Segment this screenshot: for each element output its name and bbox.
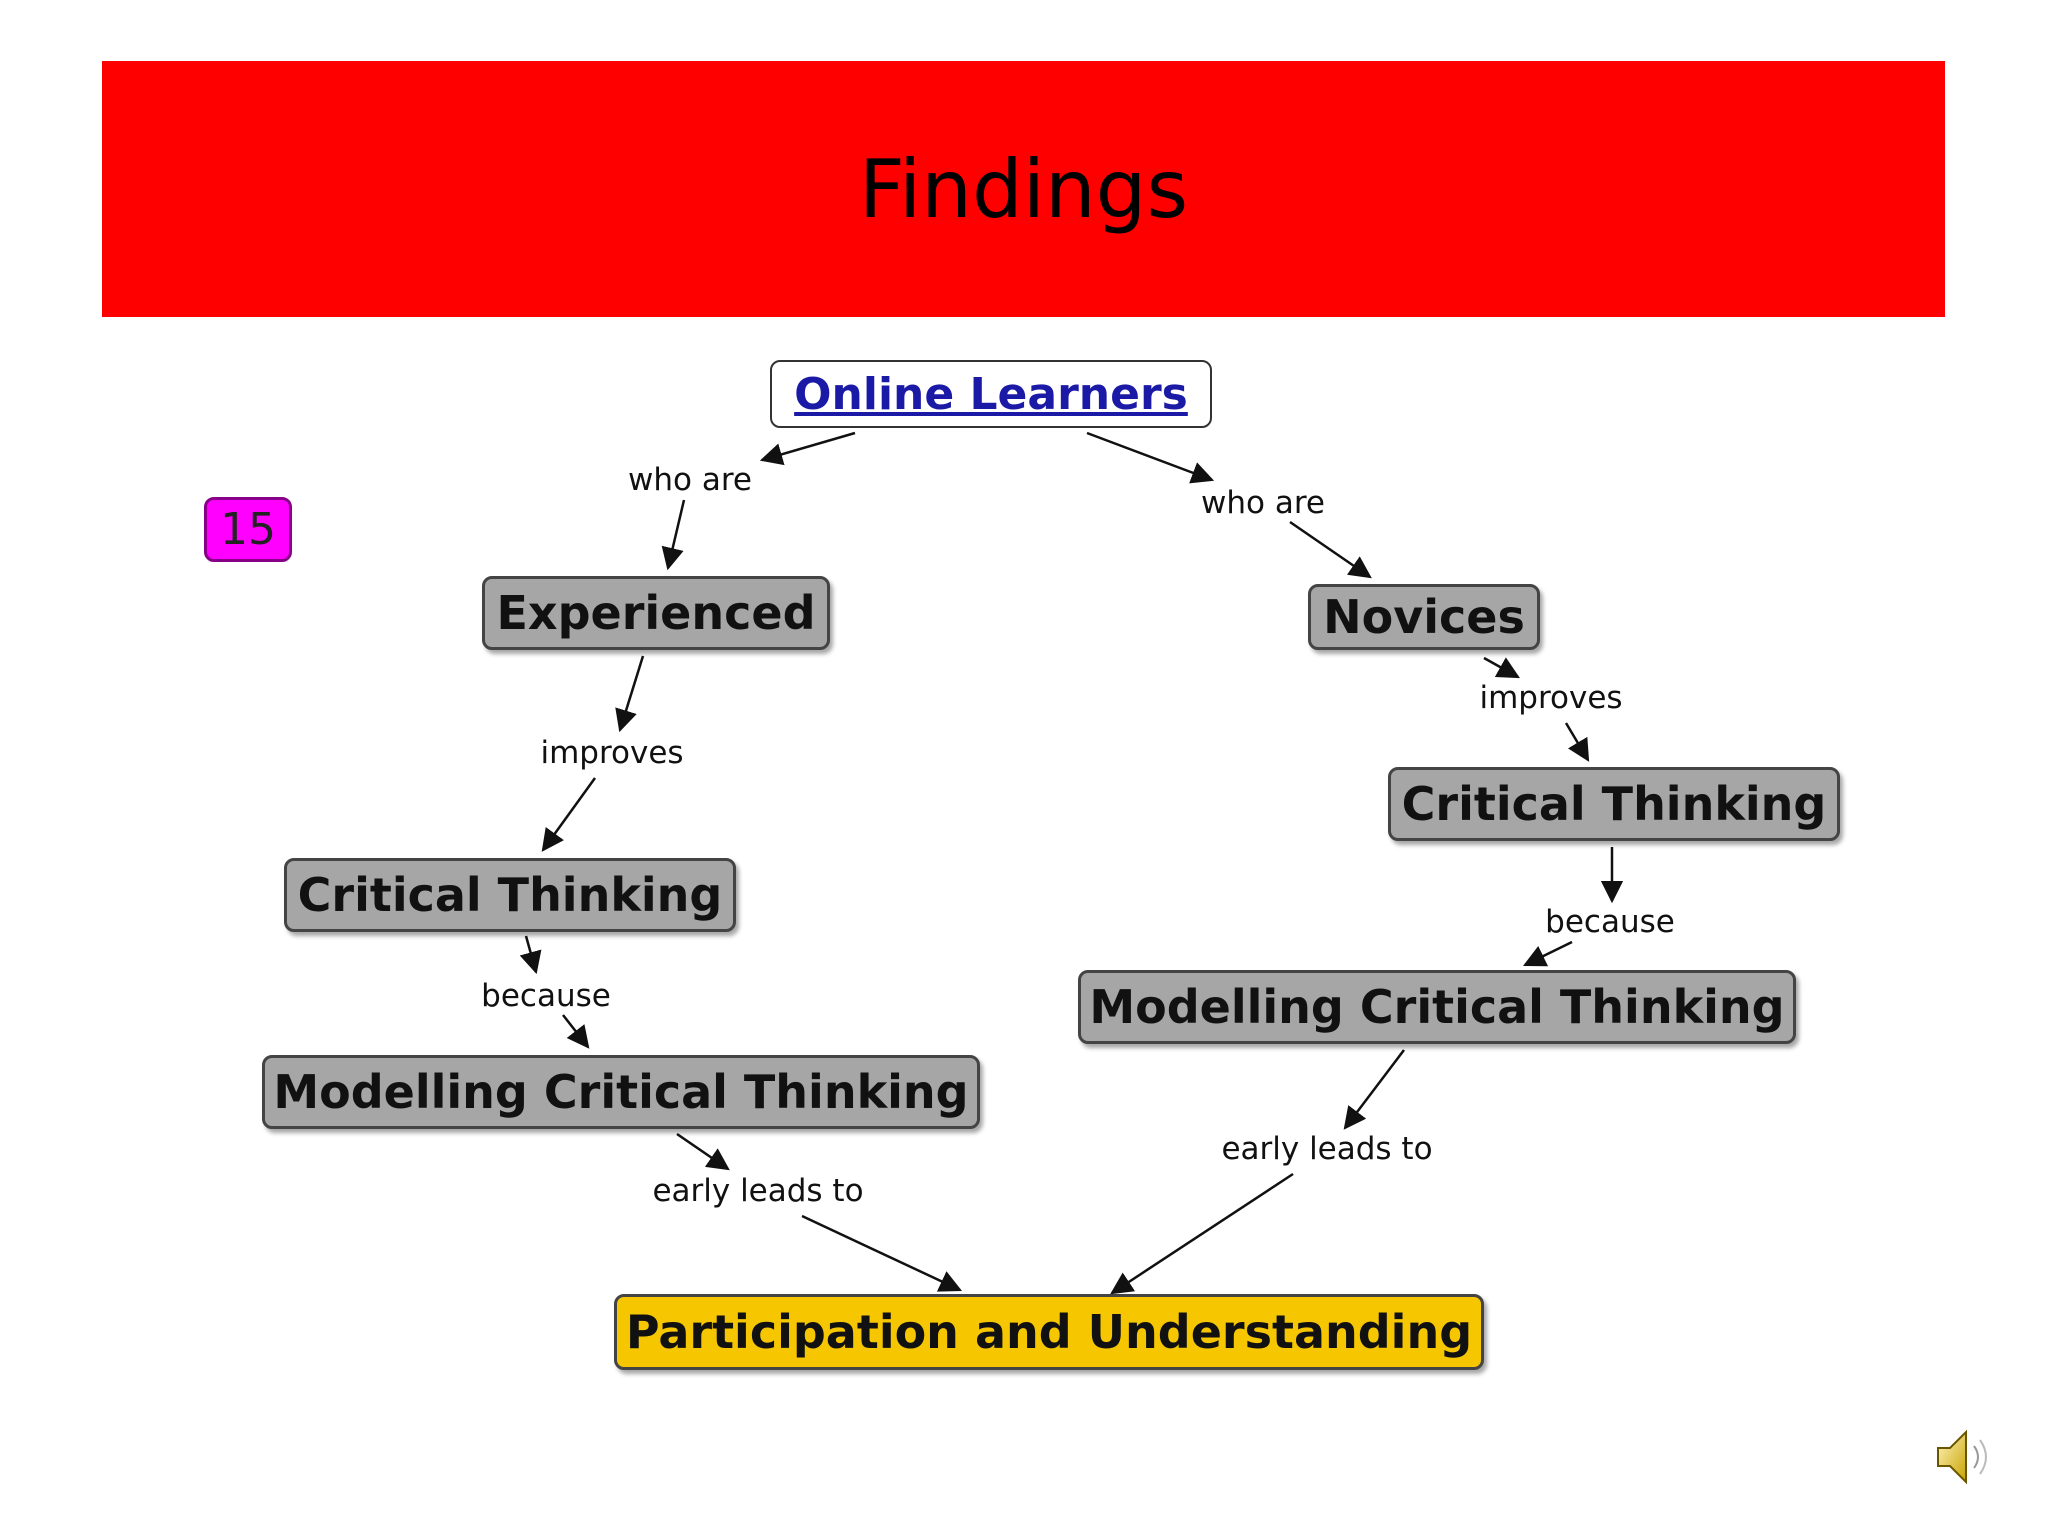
edge-experienced-improves	[615, 655, 645, 733]
edge-mct-right-early	[1343, 1049, 1405, 1130]
node-critical-thinking-left: Critical Thinking	[284, 858, 736, 932]
edge-early-left-goal	[801, 1214, 963, 1292]
slide-number-badge: 15	[204, 497, 292, 562]
edge-ct-left-because	[519, 935, 542, 975]
edge-because-mct-right	[1522, 940, 1573, 967]
edge-novices-improves	[1483, 656, 1520, 679]
edge-root-who-are-right	[1086, 431, 1215, 484]
link-label-improves-right: improves	[1479, 680, 1623, 716]
link-label-who-are-left: who are	[628, 462, 752, 498]
edge-mct-left-early	[676, 1132, 730, 1171]
link-label-early-leads-to-left: early leads to	[652, 1173, 864, 1209]
node-participation-and-understanding: Participation and Understanding	[614, 1294, 1484, 1370]
edge-because-mct-left	[562, 1014, 590, 1049]
edge-who-are-experienced	[661, 499, 686, 571]
node-modelling-critical-thinking-right: Modelling Critical Thinking	[1078, 970, 1796, 1044]
link-label-because-right: because	[1545, 904, 1675, 940]
link-label-improves-left: improves	[540, 735, 684, 771]
link-label-early-leads-to-right: early leads to	[1221, 1131, 1433, 1167]
edge-who-are-novices	[1289, 520, 1372, 579]
node-modelling-critical-thinking-left: Modelling Critical Thinking	[262, 1055, 980, 1129]
node-experienced: Experienced	[482, 576, 830, 650]
edge-improves-ct-right	[1564, 722, 1590, 762]
edge-improves-ct-left	[541, 777, 597, 852]
node-online-learners[interactable]: Online Learners	[770, 360, 1212, 428]
node-critical-thinking-right: Critical Thinking	[1388, 767, 1840, 841]
edge-early-right-goal	[1110, 1172, 1294, 1295]
node-novices: Novices	[1308, 584, 1540, 650]
slide-title: Findings	[858, 142, 1189, 236]
edge-root-who-are-left	[759, 431, 856, 466]
speaker-icon[interactable]	[1930, 1422, 2000, 1492]
title-bar: Findings	[102, 61, 1945, 317]
link-label-because-left: because	[481, 978, 611, 1014]
link-label-who-are-right: who are	[1201, 485, 1325, 521]
